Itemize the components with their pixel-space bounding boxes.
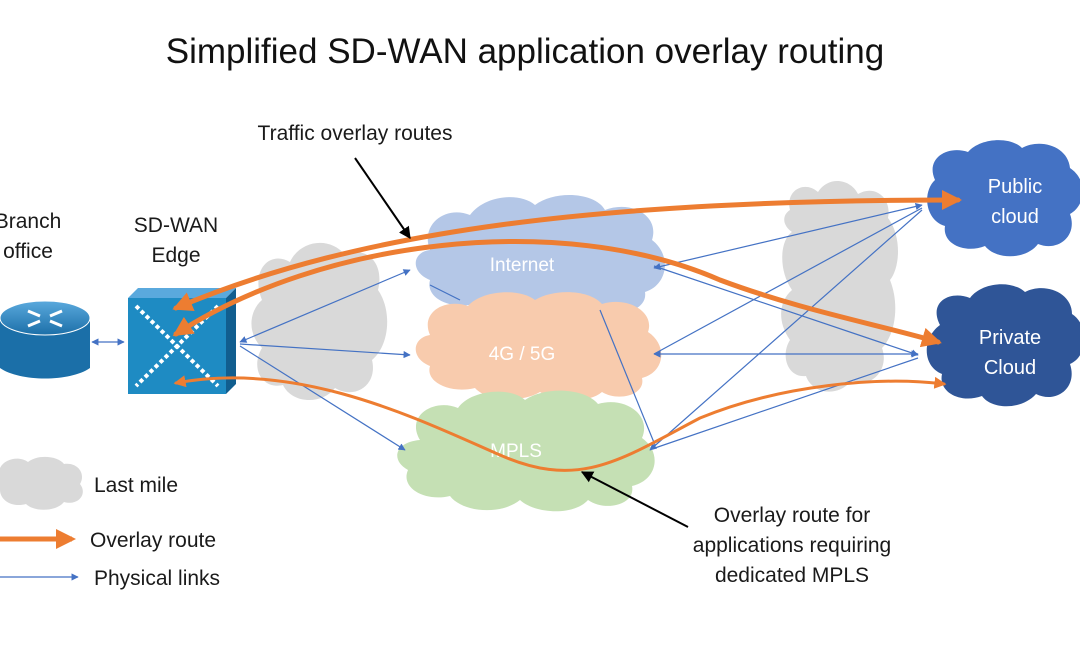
internet-cloud-label: Internet: [490, 255, 555, 276]
diagram-title: Simplified SD-WAN application overlay ro…: [166, 32, 884, 71]
mpls-callout-pointer: [580, 471, 689, 528]
private-cloud-label-line2: Cloud: [984, 357, 1036, 379]
mpls-callout-line3: dedicated MPLS: [715, 564, 869, 587]
private-cloud: Private Cloud: [926, 284, 1080, 407]
legend-physical-label: Physical links: [94, 567, 220, 590]
mpls-callout-line2: applications requiring: [693, 534, 891, 557]
last-mile-cloud-right: [781, 180, 898, 392]
traffic-overlay-label: Traffic overlay routes: [258, 122, 453, 145]
private-cloud-label-line1: Private: [979, 327, 1041, 349]
overlay-route-public-cloud: [172, 190, 962, 311]
branch-office-label-line1: Branch: [0, 210, 61, 233]
mpls-callout-line1: Overlay route for: [714, 504, 870, 527]
cellular-cloud-label: 4G / 5G: [489, 344, 556, 365]
physical-link-edge-mpls: [239, 345, 406, 451]
sdwan-edge-label-line1: SD-WAN: [134, 214, 218, 237]
mpls-cloud-label: MPLS: [490, 441, 542, 462]
public-cloud-label-line2: cloud: [991, 206, 1039, 228]
overlay-routes: [172, 190, 962, 472]
branch-office-label-line2: office: [3, 240, 53, 263]
traffic-overlay-pointer: [354, 157, 411, 239]
public-cloud: Public cloud: [927, 140, 1080, 257]
cellular-cloud: 4G / 5G: [415, 292, 662, 401]
overlay-route-mpls: [173, 375, 947, 472]
public-cloud-label-line1: Public: [988, 176, 1042, 198]
branch-router: [0, 300, 91, 379]
overlay-route-private-cloud: [172, 239, 942, 348]
physical-link-mpls-private: [651, 357, 919, 450]
legend: Last mile Overlay route Physical links: [0, 456, 220, 590]
mpls-cloud: MPLS: [397, 390, 655, 512]
last-mile-cloud-left: [251, 242, 388, 401]
legend-last-mile-label: Last mile: [94, 474, 178, 497]
legend-overlay-label: Overlay route: [90, 529, 216, 552]
sdwan-edge-label-line2: Edge: [151, 244, 200, 267]
legend-last-mile-swatch: [0, 456, 83, 510]
